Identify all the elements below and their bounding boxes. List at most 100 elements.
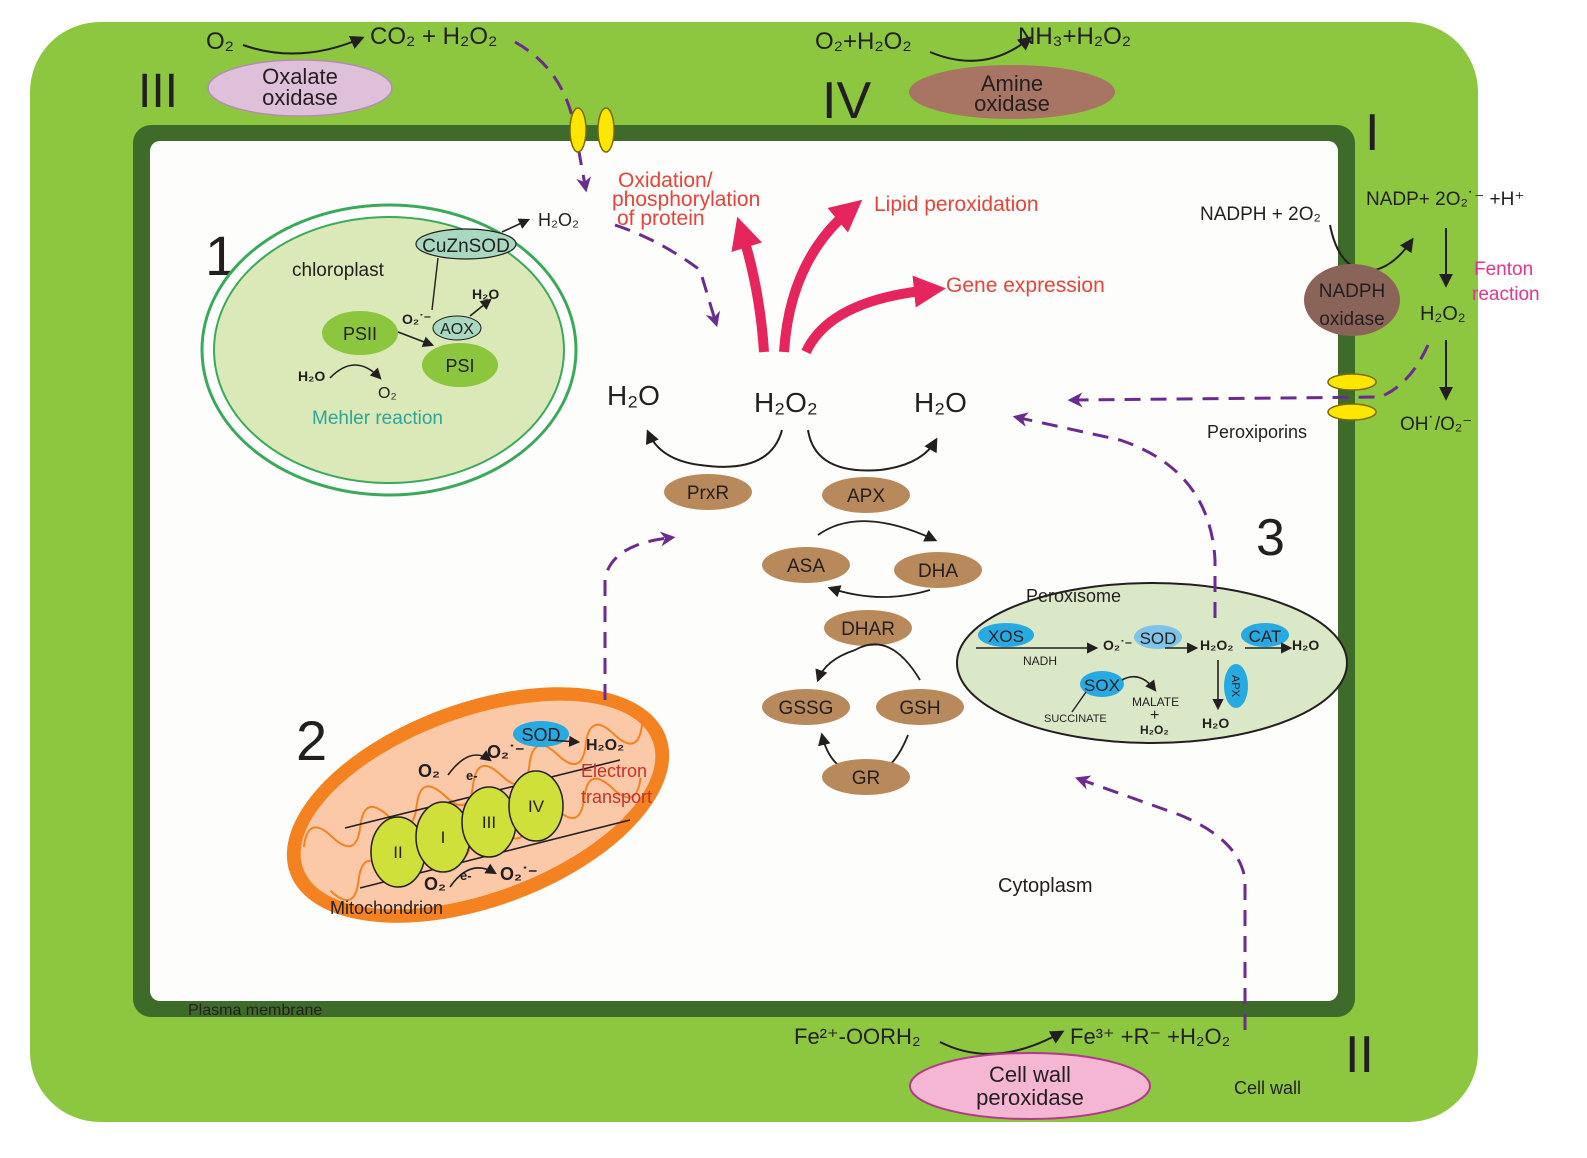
cwp-label-1: Cell wall — [989, 1062, 1071, 1087]
effect-oxidation-3: of protein — [617, 207, 705, 230]
mito-sod-label: SOD — [521, 725, 560, 745]
effect-gene: Gene expression — [946, 274, 1105, 297]
psii — [322, 311, 398, 355]
chloroplast-inner — [213, 216, 565, 484]
number-2: 2 — [296, 709, 327, 772]
mito-o2rad-top: O₂˙⁻ — [487, 742, 525, 762]
perox-o2rad: O₂˙⁻ — [1103, 637, 1132, 653]
amine-product: NH₃+H₂O₂ — [1018, 23, 1131, 50]
nadph-label-2: oxidase — [1319, 309, 1385, 330]
roman-ii: II — [1345, 1026, 1374, 1084]
sox-label: SOX — [1084, 676, 1120, 695]
gssg-label: GSSG — [779, 698, 834, 719]
cell-wall-peroxidase — [909, 1052, 1151, 1120]
dha-label: DHA — [918, 561, 958, 582]
gr — [822, 759, 910, 795]
effect-lipid: Lipid peroxidation — [874, 193, 1039, 216]
roman-iv: IV — [822, 72, 871, 130]
perox-apx-label: APX — [1229, 675, 1241, 698]
xos-label: XOS — [988, 627, 1024, 646]
top-channel-left — [569, 107, 587, 153]
apx-label: APX — [847, 486, 885, 507]
peroxiporins-label: Peroxiporins — [1207, 422, 1307, 442]
top-channel-right — [597, 107, 615, 153]
electron-transport-2: transport — [581, 787, 652, 807]
nadph-oxidase — [1304, 264, 1400, 336]
cat — [1241, 623, 1289, 647]
psi-label: PSI — [445, 356, 474, 376]
dha — [894, 552, 982, 588]
oxalate-label-1: Oxalate — [262, 64, 338, 89]
gssg — [762, 689, 850, 725]
amine-oxidase — [909, 65, 1115, 119]
cwp-product: Fe³⁺ +R⁻ +H₂O₂ — [1070, 1024, 1230, 1049]
peroxisome — [956, 582, 1348, 744]
aox-label: AOX — [440, 321, 474, 338]
cytoplasm-label: Cytoplasm — [998, 875, 1092, 897]
mito-o2-bottom: O₂ — [424, 874, 446, 894]
roman-i: I — [1365, 104, 1379, 162]
perox-apx — [1224, 664, 1248, 708]
chloro-h2o-bottom: H₂O — [298, 368, 325, 384]
plasma-membrane-label: Plasma membrane — [188, 1002, 322, 1019]
asa — [762, 547, 850, 583]
malate-label: MALATE — [1132, 695, 1179, 709]
effect-oxidation-2: phosphorylation — [612, 188, 760, 211]
chloro-o2rad: O₂˙⁻ — [402, 311, 431, 327]
gr-label: GR — [852, 768, 881, 789]
cat-label: CAT — [1249, 627, 1282, 646]
amine-substrate: O₂+H₂O₂ — [815, 28, 912, 55]
nadph-product: NADP+ 2O₂˙⁻ +H⁺ — [1366, 189, 1524, 210]
cwp-label-2: peroxidase — [976, 1085, 1084, 1110]
complex-iv — [508, 770, 564, 842]
peroxiporin-bottom — [1327, 403, 1377, 421]
cuznsod — [415, 228, 517, 260]
mito-o2rad-bottom: O₂˙⁻ — [500, 864, 538, 884]
prxr-label: PrxR — [687, 483, 729, 504]
electron-transport-1: Electron — [581, 761, 647, 781]
perox-h2o2: H₂O₂ — [1200, 637, 1233, 653]
gsh-label: GSH — [899, 698, 940, 719]
nadph-label-1: NADPH — [1319, 281, 1386, 302]
center-h2o2: H₂O₂ — [754, 387, 818, 418]
dhar-label: DHAR — [841, 619, 895, 640]
chloroplast-label: chloroplast — [292, 260, 385, 281]
complex-iv-label: IV — [528, 797, 545, 816]
prxr — [664, 474, 752, 510]
cell-wall-label: Cell wall — [1234, 1078, 1301, 1098]
nadph-products2: OH˙/O₂⁻ — [1400, 414, 1472, 435]
peroxiporin-top — [1327, 373, 1377, 391]
roman-iii: III — [138, 65, 178, 118]
number-3: 3 — [1256, 509, 1285, 567]
nadph-h2o2: H₂O₂ — [1420, 303, 1466, 325]
complex-ii-label: II — [393, 843, 402, 862]
perox-h2o2-b: H₂O₂ — [1140, 723, 1169, 737]
psii-label: PSII — [343, 324, 377, 344]
mito-o2-top: O₂ — [418, 761, 440, 781]
complex-iii-label: III — [482, 813, 496, 832]
gsh — [876, 689, 964, 725]
nadph-substrate: NADPH + 2O₂ — [1200, 204, 1321, 225]
fenton-line2: reaction — [1472, 284, 1540, 305]
apx — [822, 477, 910, 513]
dhar — [824, 610, 912, 646]
chloro-h2o-top: H₂O — [472, 286, 499, 302]
xos — [978, 623, 1034, 647]
oxalate-product: CO₂ + H₂O₂ — [370, 23, 497, 50]
oxalate-substrate: O₂ — [206, 28, 234, 55]
sox — [1080, 671, 1124, 697]
fenton-line1: Fenton — [1474, 259, 1533, 280]
center-h2o-right: H₂O — [914, 387, 967, 418]
mitochondrion-label: Mitochondrion — [330, 898, 443, 918]
cwp-substrate: Fe²⁺-OORH₂ — [794, 1024, 920, 1049]
oxalate-label-2: oxidase — [262, 85, 338, 110]
oxalate-oxidase — [207, 59, 393, 117]
perox-sod — [1134, 625, 1182, 649]
cuznsod-label: CuZnSOD — [422, 236, 510, 257]
effect-oxidation-1: Oxidation/ — [618, 169, 713, 192]
perox-h2o-b: H₂O — [1202, 715, 1229, 731]
peroxisome-label: Peroxisome — [1026, 586, 1121, 606]
psi — [422, 343, 498, 387]
mito-h2o2: H₂O₂ — [586, 737, 624, 754]
